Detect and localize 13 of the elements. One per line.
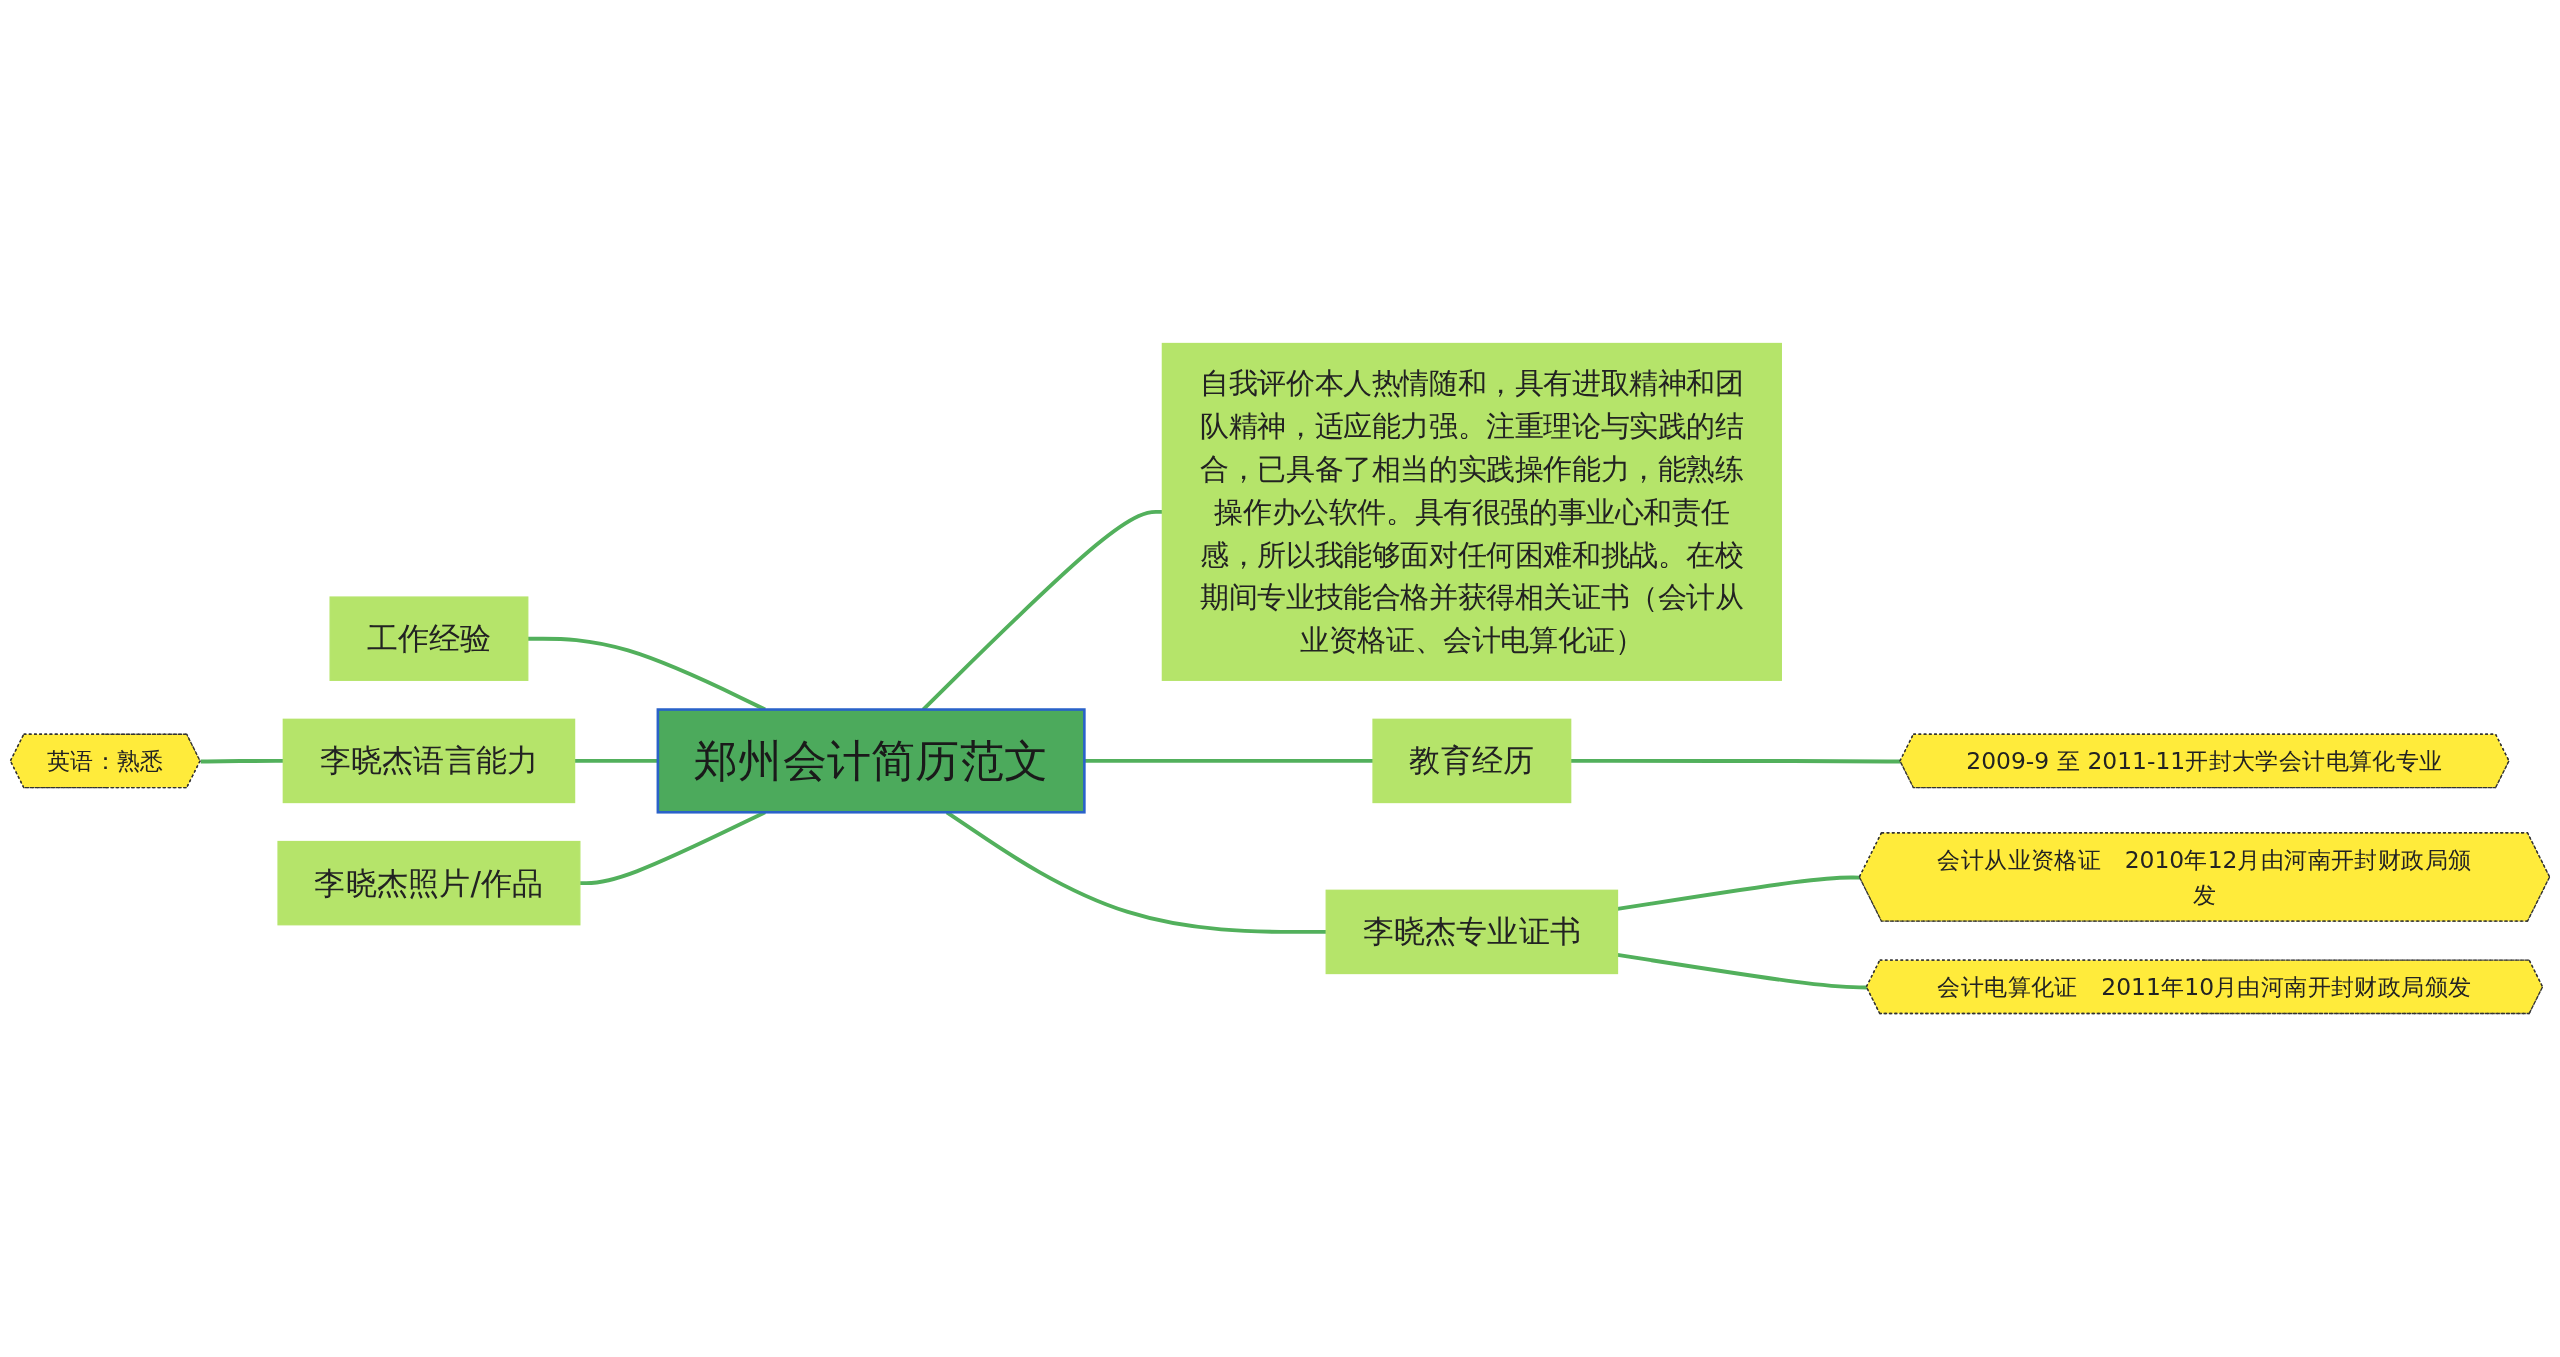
connector bbox=[1617, 875, 1861, 911]
connector bbox=[574, 758, 658, 763]
connector bbox=[1570, 758, 1901, 764]
node-box: 李晓杰照片/作品 bbox=[277, 840, 581, 926]
node-box: 自我评价本人热情随和，具有进取精神和团队精神，适应能力强。注重理论与实践的结合，已具备了相当的实践操作能力，能熟练操作办公软件。具有很强的事业心和责任感，所以我能够面对任何困难和挑战。在校期间专业技能合格并获得相关证书（会计从业资格证、会计电算化证） bbox=[1161, 342, 1782, 681]
node-box: 工作经验 bbox=[329, 596, 529, 681]
connector bbox=[200, 758, 284, 764]
node-box: 教育经历 bbox=[1372, 718, 1572, 804]
node-box: 李晓杰语言能力 bbox=[282, 718, 576, 804]
connector bbox=[1084, 758, 1374, 763]
node-box: 郑州会计简历范文 bbox=[656, 708, 1086, 814]
node-box: 李晓杰专业证书 bbox=[1325, 889, 1619, 975]
connector bbox=[1617, 952, 1868, 990]
